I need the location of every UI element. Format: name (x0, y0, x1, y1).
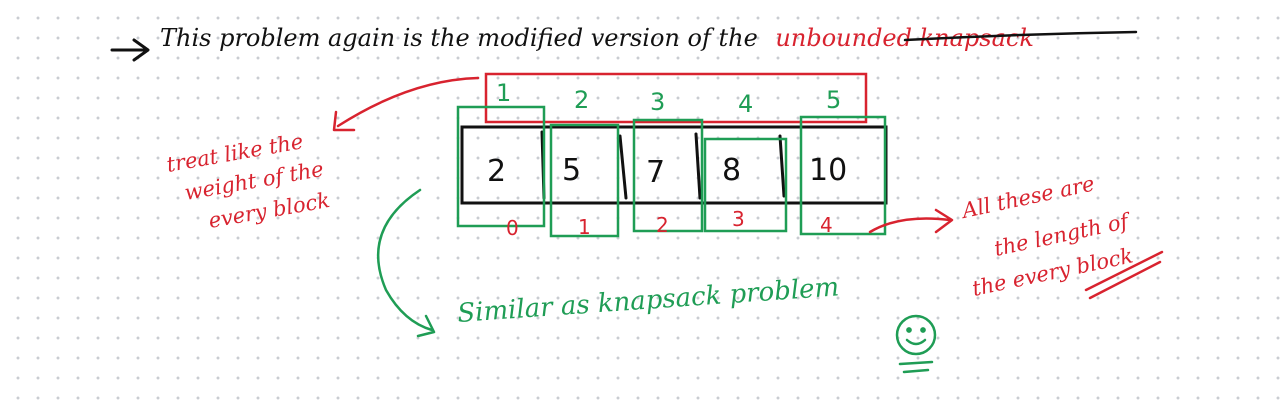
top-labels-box (484, 72, 868, 124)
top-label: 4 (738, 90, 753, 118)
array-value: 5 (562, 153, 581, 188)
left-note: treat like the weight of the every block (165, 129, 332, 233)
right-note-line: All these are (958, 171, 1097, 223)
top-labels: 1 2 3 4 5 (496, 79, 841, 118)
right-note-underline (1084, 250, 1164, 300)
array-value: 10 (809, 153, 847, 188)
cell-box (632, 118, 704, 233)
array-values: 2 5 7 8 10 (487, 153, 847, 190)
smiley-icon (895, 314, 937, 374)
heading-part-2: unbounded knapsack (775, 24, 1033, 52)
heading-arrow-icon (110, 38, 150, 62)
top-label: 2 (574, 86, 589, 114)
top-label: 1 (496, 79, 511, 107)
middle-note: Similar as knapsack problem (456, 272, 840, 329)
cell-box (456, 105, 546, 228)
right-note: All these are the length of the every bl… (958, 171, 1135, 300)
cell-box (549, 123, 620, 238)
array-value: 8 (722, 153, 741, 188)
green-cell-boxes (456, 105, 887, 238)
right-arrow-icon (868, 208, 954, 234)
array-value: 2 (487, 154, 506, 189)
bottom-index: 1 (578, 215, 591, 239)
bottom-index: 3 (732, 207, 745, 231)
top-label: 5 (826, 86, 841, 114)
left-arrow-icon (332, 76, 480, 132)
heading-text: This problem again is the modified versi… (160, 24, 1034, 52)
cell-box (799, 115, 887, 236)
heading-part-1: This problem again is the modified versi… (160, 24, 758, 52)
heading-underline (903, 30, 1138, 42)
bottom-index: 2 (656, 213, 669, 237)
cell-box (703, 137, 788, 233)
top-label: 3 (650, 88, 665, 116)
bottom-index: 4 (820, 213, 833, 237)
array-value: 7 (646, 155, 665, 190)
bottom-index: 0 (506, 216, 519, 240)
bottom-indices: 0 1 2 3 4 (506, 207, 833, 240)
green-arrow-icon (376, 188, 436, 338)
